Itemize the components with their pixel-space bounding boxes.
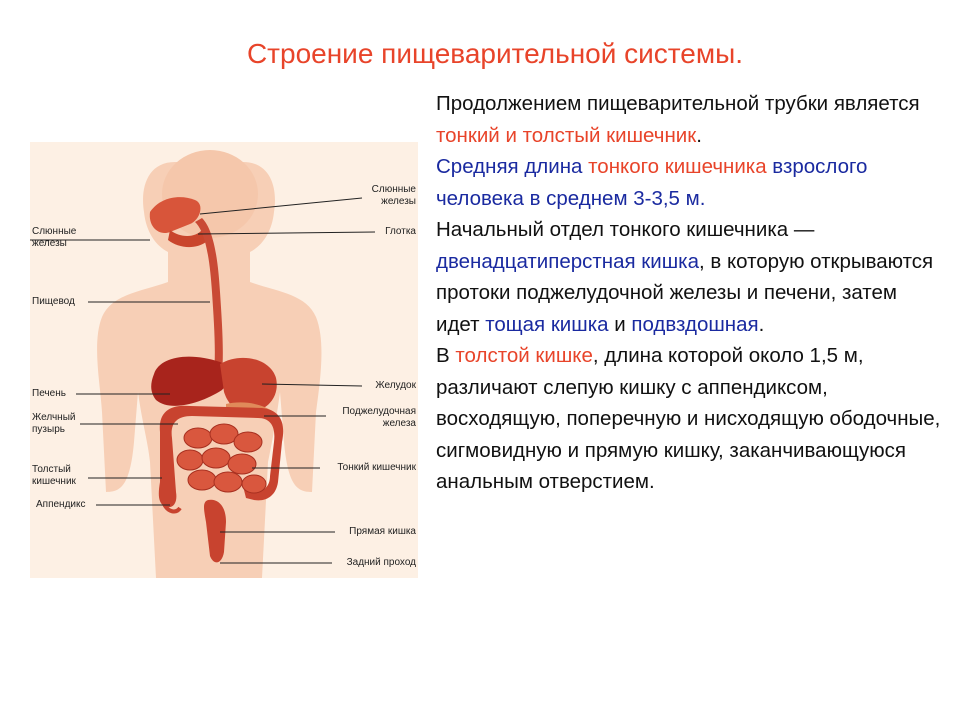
- paragraph-large-intestine: В толстой кишке, длина которой около 1,5…: [436, 344, 941, 493]
- highlight-duodenum: двенадцатиперстная кишка: [436, 249, 699, 273]
- highlight-large-intestine: толстой кишке: [455, 344, 593, 367]
- digestive-system-figure: Слюнные железы Слюнные железы Глотка Пищ…: [30, 142, 418, 578]
- label-pharynx: Глотка: [385, 226, 416, 237]
- label-salivary-glands-left: Слюнные железы: [32, 226, 77, 249]
- anatomy-illustration: [30, 142, 418, 578]
- label-large-intestine: Толстый кишечник: [32, 464, 76, 487]
- label-gallbladder: Желчный пузырь: [32, 412, 76, 435]
- highlight-jejunum: тощая кишка: [485, 312, 609, 336]
- highlight-small-intestine: тонкого кишечника: [588, 155, 767, 178]
- label-liver: Печень: [32, 388, 66, 399]
- highlight-small-large-intestine: тонкий и толстый кишечник: [436, 123, 697, 147]
- label-esophagus: Пищевод: [32, 296, 75, 307]
- label-salivary-glands-right: Слюнные железы: [371, 184, 416, 207]
- slide-title: Строение пищеварительной системы.: [246, 38, 744, 69]
- paragraph-small-intestine-sections: Начальный отдел тонкого кишечника — двен…: [436, 218, 934, 336]
- paragraph-intestine-continuation: Продолжением пищеварительной трубки явля…: [436, 92, 920, 147]
- label-small-intestine: Тонкий кишечник: [337, 462, 416, 473]
- label-pancreas: Поджелудочная железа: [342, 406, 416, 429]
- highlight-ileum: подвздошная: [631, 312, 759, 336]
- label-anus: Задний проход: [346, 557, 416, 568]
- label-rectum: Прямая кишка: [349, 526, 416, 537]
- label-stomach: Желудок: [375, 380, 416, 391]
- label-appendix: Аппендикс: [36, 499, 86, 510]
- paragraph-small-intestine-length: Средняя длина тонкого кишечника взрослог…: [436, 155, 868, 210]
- description-text: Продолжением пищеварительной трубки явля…: [436, 88, 946, 498]
